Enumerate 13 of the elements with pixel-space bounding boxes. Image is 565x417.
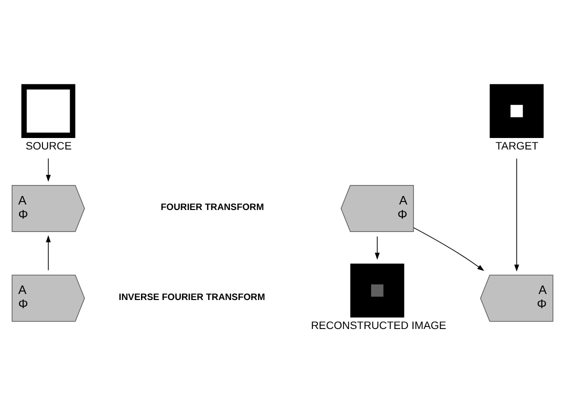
- arrow: [514, 158, 520, 272]
- node-label: RECONSTRUCTED IMAGE: [311, 320, 446, 332]
- node-picture: [490, 84, 544, 138]
- label: FOURIER TRANSFORM: [160, 202, 264, 212]
- arrow: [374, 236, 380, 260]
- node-picture: [350, 264, 404, 318]
- node-picture: [21, 84, 76, 138]
- node-label: SOURCE: [26, 140, 72, 153]
- node-label: TARGET: [496, 140, 538, 153]
- arrow: [46, 235, 51, 271]
- arrow: [413, 227, 484, 272]
- label: INVERSE FOURIER TRANSFORM: [118, 292, 266, 302]
- arrow: [46, 158, 51, 182]
